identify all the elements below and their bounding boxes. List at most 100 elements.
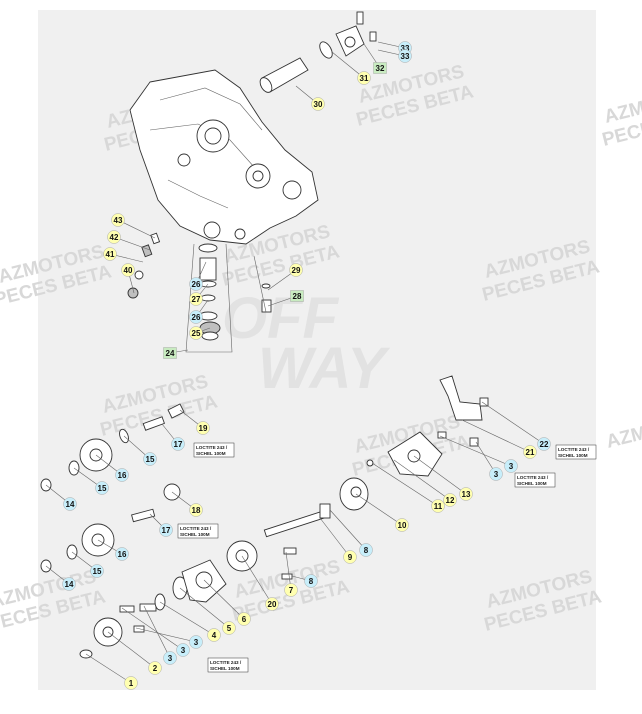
callout-number: 6 [242, 615, 247, 624]
callout-badge-shape [373, 62, 387, 74]
callout-badge: 4 [207, 628, 221, 642]
leader-line [371, 462, 439, 507]
callout-number: 8 [364, 546, 369, 555]
plug-stack-left [127, 232, 161, 299]
callout-number: 8 [309, 577, 314, 586]
callout-badge: 3 [489, 467, 503, 481]
leader-line [159, 601, 215, 636]
callout-badge: 16 [115, 468, 129, 482]
callout-badge: 3 [176, 643, 190, 657]
callout-badge: 42 [107, 230, 121, 244]
callout-number: 25 [192, 329, 201, 338]
callout-badge-shape [95, 481, 109, 495]
loctite-note: LOCTITE 243 /SICHEL 100M [207, 657, 249, 673]
callout-badge: 26 [189, 310, 203, 324]
callout-badge: 8 [359, 543, 373, 557]
callout-number: 17 [162, 526, 171, 535]
pump-shaft-rotor [263, 477, 369, 538]
loctite-note-box [193, 442, 235, 458]
callout-number: 10 [398, 521, 407, 530]
loctite-note: LOCTITE 243 /SICHEL 100M [193, 442, 235, 458]
callout-badge-shape [189, 503, 203, 517]
callout-number: 30 [314, 100, 323, 109]
callout-number: 3 [494, 470, 499, 479]
callout-badge-shape [523, 445, 537, 459]
callout-badge: 6 [237, 612, 251, 626]
callout-badge: 43 [111, 213, 125, 227]
callout-badge: 8 [304, 574, 318, 588]
callout-badge-shape [103, 247, 117, 261]
loctite-note-text: LOCTITE 243 / [558, 447, 590, 452]
callout-badge-shape [284, 583, 298, 597]
callout-badge: 15 [90, 564, 104, 578]
callout-badge: 12 [443, 493, 457, 507]
callout-badge-shape [189, 292, 203, 306]
callout-number: 20 [268, 600, 277, 609]
leader-line [241, 555, 273, 605]
loctite-note: LOCTITE 243 /SICHEL 100M [177, 523, 219, 539]
loctite-note-text: SICHEL 100M [517, 481, 547, 486]
loctite-note-text: LOCTITE 243 / [180, 526, 212, 531]
callout-badge: 33 [398, 49, 412, 63]
callout-badge-shape [148, 661, 162, 675]
callout-number: 3 [194, 638, 199, 647]
callout-number: 9 [348, 553, 353, 562]
gear-group-middle [40, 483, 181, 573]
callout-badge-shape [290, 290, 304, 302]
callout-badge: 32 [373, 62, 387, 74]
callout-badge: 3 [504, 459, 518, 473]
callout-number: 28 [293, 292, 302, 301]
callout-number: 15 [98, 484, 107, 493]
callout-badge-shape [357, 71, 371, 85]
leader-line [413, 455, 467, 495]
callout-badge: 17 [159, 523, 173, 537]
callout-number: 42 [110, 233, 119, 242]
filter-cover-assembly [259, 11, 377, 93]
callout-badge: 5 [222, 621, 236, 635]
callout-badge-shape [289, 263, 303, 277]
callout-badge: 22 [537, 437, 551, 451]
leader-line [319, 517, 351, 558]
callout-badge-shape [431, 499, 445, 513]
callout-badge: 13 [459, 487, 473, 501]
callout-badge-shape [143, 452, 157, 466]
gear-group-lower [79, 603, 157, 659]
loctite-note-box [207, 657, 249, 673]
callout-badge-shape [115, 468, 129, 482]
callout-badge: 28 [290, 290, 304, 302]
callout-number: 15 [93, 567, 102, 576]
callout-badge-shape [196, 421, 210, 435]
callout-number: 31 [360, 74, 369, 83]
callout-number: 3 [168, 654, 173, 663]
leader-line [355, 493, 403, 526]
callout-badge-shape [63, 497, 77, 511]
callout-badge: 14 [62, 577, 76, 591]
leader-line [107, 631, 156, 669]
callout-badge-shape [537, 437, 551, 451]
callout-number: 14 [66, 500, 75, 509]
callout-number: 13 [462, 490, 471, 499]
callout-badge: 30 [311, 97, 325, 111]
callout-badge: 15 [143, 452, 157, 466]
loctite-note: LOCTITE 243 /SICHEL 100M [514, 472, 556, 488]
callout-badge-shape [189, 310, 203, 324]
loctite-note-text: SICHEL 100M [210, 666, 240, 671]
callout-badge: 15 [95, 481, 109, 495]
watermark-center-mark: OFF [222, 286, 340, 351]
leader-line [85, 653, 132, 684]
callout-badge-shape [237, 612, 251, 626]
callout-number: 40 [124, 266, 133, 275]
callout-number: 14 [65, 580, 74, 589]
callout-number: 1 [129, 679, 134, 688]
callout-number: 3 [181, 646, 186, 655]
callout-badge-shape [395, 518, 409, 532]
callout-number: 27 [192, 295, 201, 304]
callout-badge-shape [207, 628, 221, 642]
callout-badge: 18 [189, 503, 203, 517]
callout-badge: 16 [115, 547, 129, 561]
callout-number: 15 [146, 455, 155, 464]
leader-line [203, 579, 245, 620]
callout-badge-shape [443, 493, 457, 507]
drain-plug [253, 255, 272, 313]
